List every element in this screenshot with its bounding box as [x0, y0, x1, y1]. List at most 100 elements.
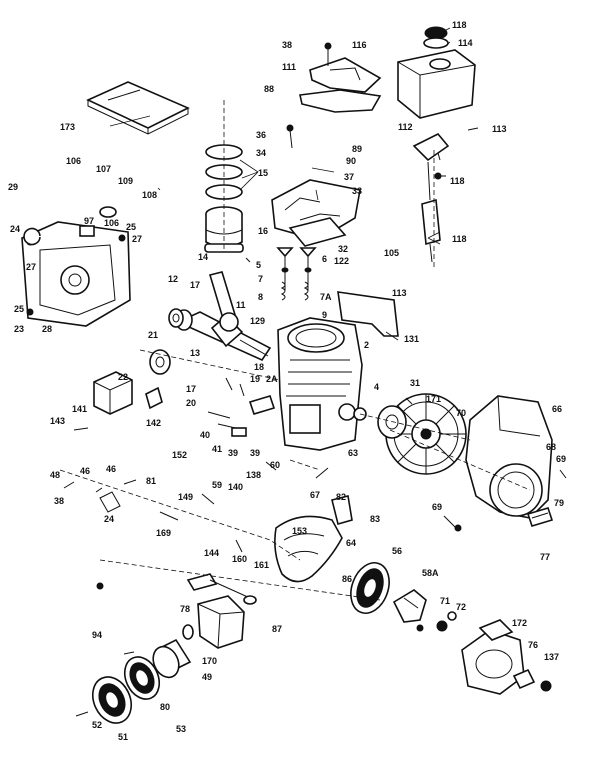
- label-172: 172: [512, 618, 527, 628]
- gas-cap: [423, 26, 449, 49]
- governor-parts: [23, 206, 117, 246]
- label-108: 108: [142, 190, 157, 200]
- label-160: 160: [232, 554, 247, 564]
- label-29: 29: [8, 182, 18, 192]
- label-41: 41: [212, 444, 222, 454]
- label-46-b: 46: [106, 464, 116, 474]
- label-28: 28: [42, 324, 52, 334]
- label-18: 18: [254, 362, 264, 372]
- label-6: 6: [322, 254, 327, 264]
- label-17-b: 17: [186, 384, 196, 394]
- label-106-b: 106: [104, 218, 119, 228]
- label-36: 36: [256, 130, 266, 140]
- label-78: 78: [180, 604, 190, 614]
- label-173: 173: [60, 122, 75, 132]
- label-70: 70: [456, 408, 466, 418]
- crankcase-cover: [21, 221, 131, 327]
- leader-lines: [109, 27, 451, 341]
- label-82: 82: [336, 492, 346, 502]
- starter-cup: [377, 405, 407, 439]
- label-22: 22: [118, 372, 128, 382]
- bracket-lower: [299, 89, 382, 113]
- label-72: 72: [456, 602, 466, 612]
- label-161: 161: [254, 560, 269, 570]
- label-23: 23: [14, 324, 24, 334]
- label-107: 107: [96, 164, 111, 174]
- label-88: 88: [264, 84, 274, 94]
- label-46: 46: [80, 466, 90, 476]
- label-53: 53: [176, 724, 186, 734]
- label-15: 15: [258, 168, 268, 178]
- label-113-b: 113: [392, 288, 407, 298]
- label-69: 69: [556, 454, 566, 464]
- label-19: 19: [250, 374, 260, 384]
- label-2A: 2A: [266, 374, 278, 384]
- label-137: 137: [544, 652, 559, 662]
- label-48: 48: [50, 470, 60, 480]
- label-59: 59: [212, 480, 222, 490]
- manifold-gasket: [288, 217, 347, 247]
- label-17: 17: [190, 280, 200, 290]
- air-filter-gasket: [145, 386, 163, 410]
- label-68: 68: [546, 442, 556, 452]
- muffler-guard: [274, 515, 343, 583]
- label-171: 171: [426, 394, 441, 404]
- label-24: 24: [10, 224, 20, 234]
- label-20: 20: [186, 398, 196, 408]
- label-170: 170: [202, 656, 217, 666]
- label-81: 81: [146, 476, 156, 486]
- label-109: 109: [118, 176, 133, 186]
- blower-housing: [465, 395, 553, 519]
- label-2: 2: [364, 340, 369, 350]
- gas-tank: [397, 49, 476, 119]
- tank-bracket: [309, 57, 382, 93]
- blower-screen: [526, 507, 554, 527]
- label-105: 105: [384, 248, 399, 258]
- label-66: 66: [552, 404, 562, 414]
- label-140: 140: [228, 482, 243, 492]
- label-131: 131: [404, 334, 419, 344]
- flywheel-key-gear: [149, 349, 171, 375]
- label-8: 8: [258, 292, 263, 302]
- label-79: 79: [554, 498, 564, 508]
- label-13: 13: [190, 348, 200, 358]
- part-number-labels: 118 114 38 116 111 88 173 112 113 36 34 …: [8, 20, 566, 742]
- label-63: 63: [348, 448, 358, 458]
- label-51: 51: [118, 732, 128, 742]
- small-washers: [436, 611, 457, 632]
- label-60: 60: [270, 460, 280, 470]
- label-34: 34: [256, 148, 266, 158]
- label-5: 5: [256, 260, 261, 270]
- label-39-b: 39: [250, 448, 260, 458]
- label-71: 71: [440, 596, 450, 606]
- label-14: 14: [198, 252, 208, 262]
- governor-links: [207, 377, 276, 437]
- label-76: 76: [528, 640, 538, 650]
- label-4: 4: [374, 382, 379, 392]
- label-16: 16: [258, 226, 268, 236]
- valves: [276, 247, 317, 301]
- label-86: 86: [342, 574, 352, 584]
- label-56: 56: [392, 546, 402, 556]
- label-58A: 58A: [422, 568, 439, 578]
- owners-manual: [86, 81, 190, 135]
- label-141: 141: [72, 404, 87, 414]
- air-filter-element: [152, 638, 192, 679]
- label-67: 67: [310, 490, 320, 500]
- label-40: 40: [200, 430, 210, 440]
- oil-seal: [168, 308, 184, 328]
- label-97: 97: [84, 216, 94, 226]
- label-49: 49: [202, 672, 212, 682]
- label-142: 142: [146, 418, 161, 428]
- label-129: 129: [250, 316, 265, 326]
- label-12: 12: [168, 274, 178, 284]
- label-83: 83: [370, 514, 380, 524]
- label-80: 80: [160, 702, 170, 712]
- recoil-pulley: [350, 562, 390, 614]
- label-113: 113: [492, 124, 507, 134]
- label-52: 52: [92, 720, 102, 730]
- fuel-line: [412, 133, 450, 263]
- label-64: 64: [346, 538, 356, 548]
- assembly-center-lines: [59, 100, 531, 601]
- air-cleaner: [93, 371, 133, 415]
